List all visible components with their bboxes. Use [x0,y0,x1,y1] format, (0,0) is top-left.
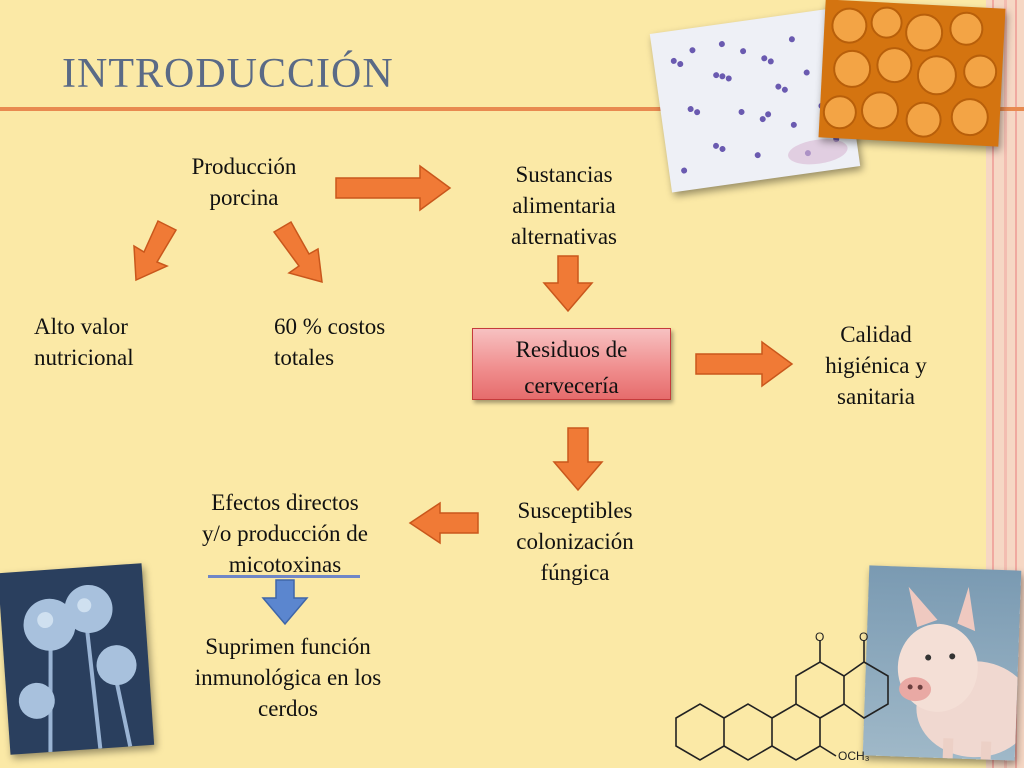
pig-photo [862,565,1022,761]
node-calidad: Calidad higiénica y sanitaria [825,322,927,409]
fungus-micrograph [0,563,155,755]
decor-stripe [1015,0,1017,768]
node-suprimen: Suprimen función inmunológica en los cer… [194,634,382,721]
arrow-right [695,340,794,388]
node-sustancias: Sustancias alimentaria alternativas [510,162,617,249]
slide-title: INTRODUCCIÓN [62,51,394,97]
node-residuos: Residuos de cervecería [472,328,671,400]
decor-stripe [1004,0,1007,768]
arrow-right [335,164,452,212]
yeast-micrograph [818,0,1006,147]
node-produccion-porcina: Producción porcina [191,154,297,210]
node-efectos: Efectos directos y/o producción de micot… [201,490,369,577]
methoxy-label: OCH₃ [838,749,870,763]
oxygen-label: O [859,630,868,644]
node-alto-valor: Alto valor nutricional [34,314,134,370]
node-costos: 60 % costos totales [274,314,386,370]
aflatoxin-structure [675,640,889,761]
title-rule [0,107,1024,111]
arrow-left [408,501,479,545]
node-susceptibles: Susceptibles colonización fúngica [516,498,634,585]
decor-stripe [992,0,994,768]
arrow-down-left [133,219,178,282]
arrow-down-right [272,220,323,284]
oxygen-label: O [815,630,824,644]
arrow-down [542,255,594,313]
arrow-down-blue [261,579,309,626]
micotoxinas-underline [208,575,360,578]
arrow-down [552,427,604,492]
bacteria-micrograph [649,7,861,193]
